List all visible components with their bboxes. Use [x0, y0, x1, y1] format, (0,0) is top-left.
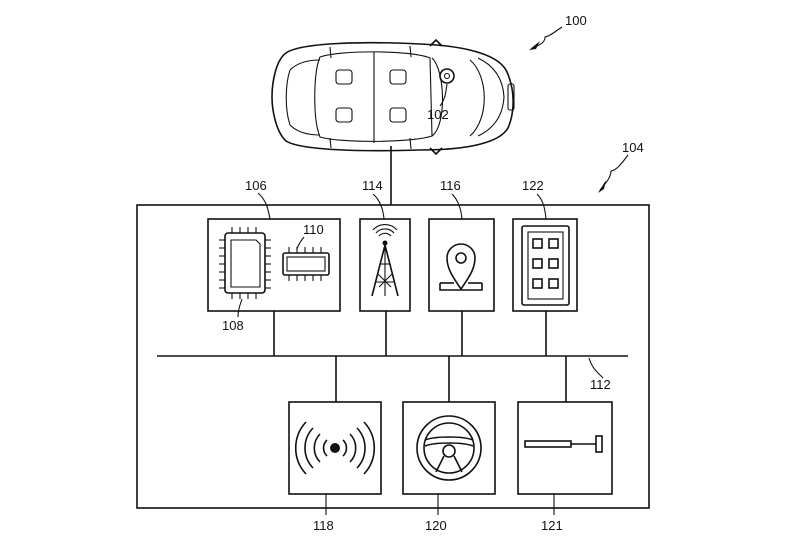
processor-chip-icon [219, 227, 271, 299]
vehicle-car-top-view [271, 38, 515, 156]
ref-label-122: 122 [522, 178, 544, 193]
processor-module-box [207, 218, 341, 312]
display-grid-icon [521, 225, 570, 306]
ref-leader-116 [451, 193, 463, 220]
ref-label-108: 108 [222, 318, 244, 333]
ref-label-102: 102 [427, 107, 449, 122]
ref-leader-104 [599, 154, 629, 191]
control-unit-box [136, 204, 650, 509]
sensor-waves-icon [294, 421, 376, 475]
ref-label-110: 110 [303, 222, 324, 237]
steering-box [402, 401, 496, 495]
ref-label-116: 116 [440, 178, 461, 193]
actuator-box [517, 401, 613, 495]
ref-label-118: 118 [313, 518, 334, 533]
location-box [428, 218, 495, 312]
ref-leader-108 [237, 298, 243, 318]
ref-label-121: 121 [541, 518, 563, 533]
ref-arrowhead-100 [529, 41, 540, 50]
ref-leader-122 [536, 193, 547, 220]
ref-label-112: 112 [590, 377, 611, 392]
display-box [512, 218, 578, 312]
ref-leader-100 [531, 26, 563, 49]
location-pin-icon [439, 243, 483, 291]
ref-leader-114 [372, 193, 385, 220]
ref-label-106: 106 [245, 178, 267, 193]
ref-leader-112 [588, 357, 604, 379]
steering-wheel-icon [416, 415, 482, 481]
ref-label-120: 120 [425, 518, 447, 533]
ref-arrowhead-104 [598, 180, 606, 193]
ref-leader-102 [439, 83, 448, 107]
ref-leader-110 [296, 236, 305, 250]
memory-chip-icon [282, 247, 330, 281]
actuator-rod-icon [524, 435, 603, 453]
antenna-tower-icon [371, 224, 399, 297]
ref-label-100: 100 [565, 13, 587, 28]
ref-leader-106 [257, 192, 271, 220]
ref-label-104: 104 [622, 140, 644, 155]
ref-label-114: 114 [362, 178, 383, 193]
